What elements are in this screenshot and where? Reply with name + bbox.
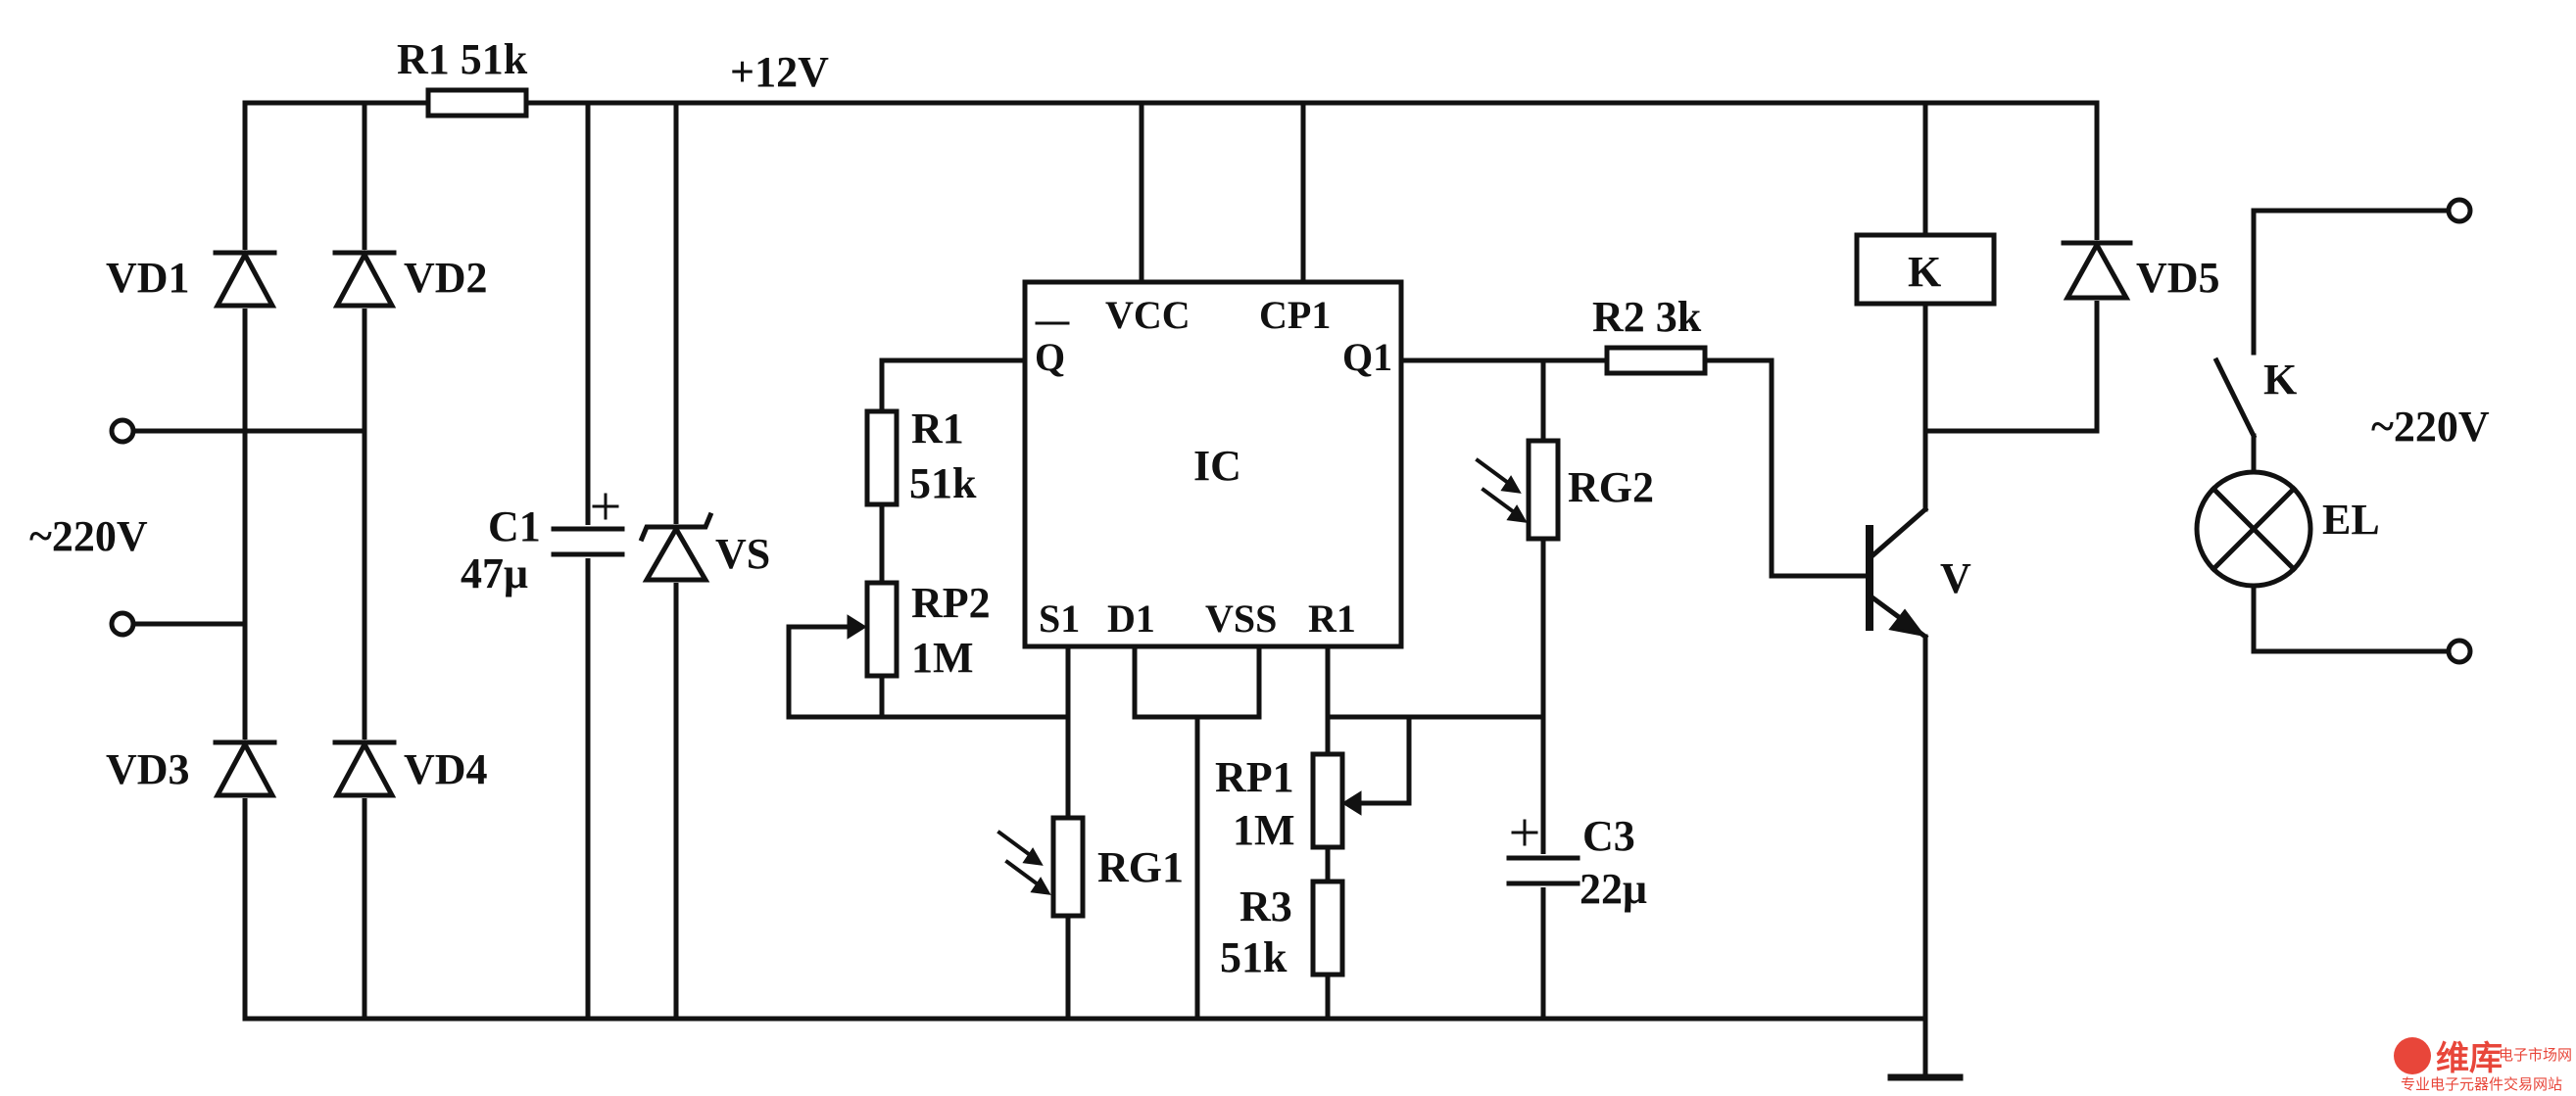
label-rp2-value: 1M [911,634,974,682]
zener-vs [638,511,714,583]
photoresistor-rg2 [1475,438,1561,542]
ic-pin-r1: R1 [1308,596,1356,641]
label-vd1: VD1 [106,254,190,302]
label-load-ac: ~220V [2371,403,2490,451]
ic-body [1022,279,1404,649]
label-ac-input: ~220V [29,512,148,560]
label-vd4: VD4 [404,745,488,793]
ic-pin-d1: D1 [1107,596,1155,641]
diode-vd1 [213,249,277,309]
label-rail-voltage: +12V [730,48,829,96]
watermark-subtitle: 电子市场网 [2499,1046,2572,1064]
resistor-r3 [1310,879,1345,977]
terminals [109,197,2473,665]
label-r2: R2 3k [1592,293,1702,341]
label-rg1: RG1 [1097,843,1184,891]
watermark: 维库 电子市场网 专业电子元器件交易网站 [2394,1037,2572,1093]
label-rp1-name: RP1 [1215,753,1294,801]
label-r3-name: R3 [1239,882,1292,930]
capacitor-c3 [1506,819,1580,887]
label-vs: VS [715,530,770,578]
resistor-r1-top [425,87,529,119]
label-r1-top: R1 51k [397,35,528,83]
label-relay-switch: K [2263,356,2297,404]
label-transistor: V [1940,554,1971,602]
potentiometer-rp1 [1310,751,1362,850]
label-lamp: EL [2322,496,2380,544]
relay-switch-k [2212,357,2258,440]
watermark-tagline: 专业电子元器件交易网站 [2401,1075,2562,1093]
diode-vd4 [332,739,397,798]
potentiometer-rp2 [847,580,899,679]
capacitor-c1 [551,493,625,558]
label-c1-name: C1 [488,502,541,550]
photoresistor-rg1 [996,815,1086,919]
watermark-brand: 维库 [2436,1039,2503,1078]
label-r1-left-name: R1 [911,405,964,453]
ic-pin-q1: Q1 [1342,335,1392,379]
label-c1-value: 47μ [461,549,528,597]
ic-pin-q-bar: Q [1035,335,1065,379]
transistor-v [1866,505,1929,641]
ic-pin-s1: S1 [1039,596,1080,641]
label-r1-left-value: 51k [909,459,977,507]
label-r3-value: 51k [1220,933,1288,981]
diode-vd2 [332,249,397,309]
label-c3-name: C3 [1582,812,1635,860]
diode-vd3 [213,739,277,798]
label-vd3: VD3 [106,745,190,793]
label-relay-coil: K [1908,248,1941,296]
resistor-r1-left [864,408,899,507]
resistor-r2 [1604,345,1708,376]
diode-vd5 [2061,239,2133,301]
label-vd2: VD2 [404,254,488,302]
label-rp1-value: 1M [1233,806,1295,854]
label-rg2: RG2 [1568,463,1654,511]
ic-pin-vcc: VCC [1105,293,1191,337]
lamp-el [2194,469,2313,589]
label-c3-value: 22μ [1580,865,1647,913]
ic-name: IC [1193,442,1241,490]
ic-pin-vss: VSS [1205,596,1277,641]
label-vd5: VD5 [2136,254,2220,302]
label-rp2-name: RP2 [911,579,991,627]
ic-pin-cp1: CP1 [1259,293,1331,337]
relay-coil-k [1854,232,1997,307]
